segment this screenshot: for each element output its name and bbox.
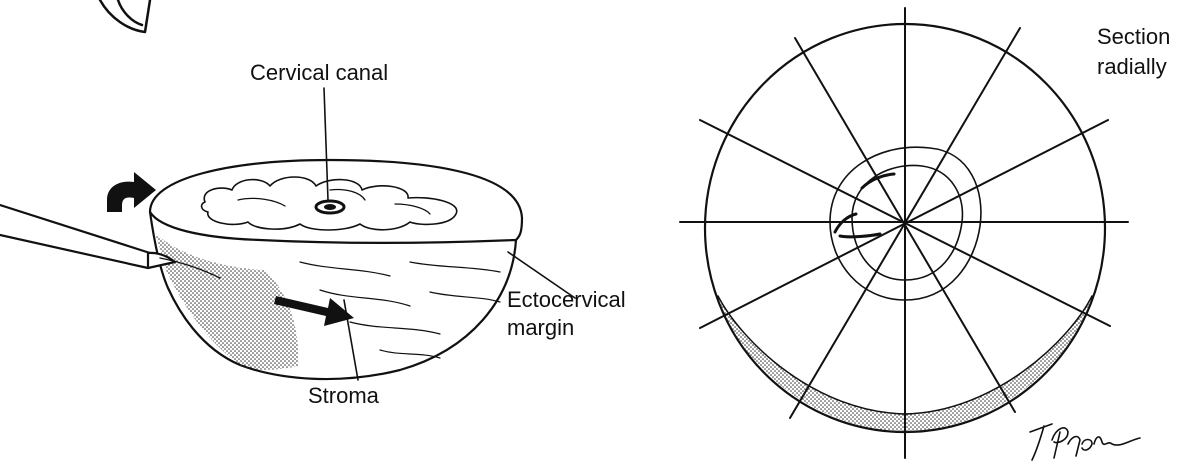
specimen-top-surface [150, 160, 522, 240]
mucosa-surface [202, 177, 457, 230]
stroma-label: Stroma [308, 383, 380, 408]
knife-blade-icon [100, 0, 150, 32]
cone-specimen-right [680, 8, 1128, 458]
ectocervical-margin-label-line2: margin [507, 315, 574, 340]
cervical-canal-label: Cervical canal [250, 60, 388, 85]
cervical-canal-leader [324, 88, 328, 200]
section-radially-label-line1: Section [1097, 24, 1170, 49]
curved-arrow-icon [107, 172, 156, 212]
artist-signature [1030, 424, 1140, 460]
ectocervical-margin-label-line1: Ectocervical [507, 287, 626, 312]
section-radially-label-line2: radially [1097, 54, 1167, 79]
cone-specimen-left [0, 0, 575, 380]
radial-cut-lines [680, 8, 1128, 458]
